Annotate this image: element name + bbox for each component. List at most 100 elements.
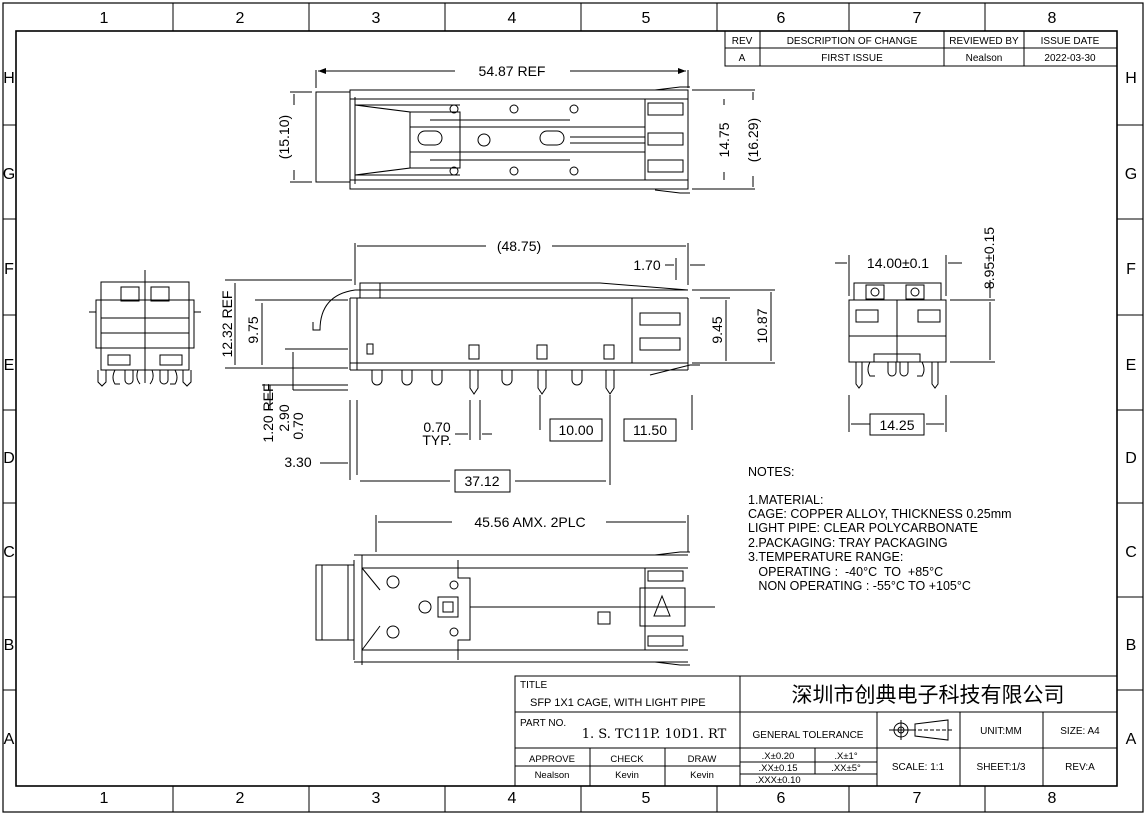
dim-975: 9.75: [245, 316, 261, 343]
dim-1000: 10.00: [558, 422, 593, 438]
col-label: 8: [1048, 790, 1057, 807]
row-label: A: [1126, 731, 1137, 748]
row-label: F: [1126, 261, 1136, 278]
dim-1087: 10.87: [754, 308, 770, 343]
note-line: 1.MATERIAL:: [748, 493, 823, 507]
approve-label: APPROVE: [529, 754, 575, 765]
row-label: H: [3, 70, 15, 87]
left-end-view: [89, 270, 201, 387]
tolerance-xx: .XX±0.15: [758, 763, 797, 774]
general-tolerance: GENERAL TOLERANCE: [753, 730, 864, 741]
dim-side-tip: 1.70: [633, 257, 660, 273]
col-label: 3: [372, 790, 381, 807]
note-line: LIGHT PIPE: CLEAR POLYCARBONATE: [748, 521, 978, 535]
col-label: 2: [236, 790, 245, 807]
col-label: 5: [642, 10, 651, 27]
col-label: 1: [100, 790, 109, 807]
note-line: 2.PACKAGING: TRAY PACKAGING: [748, 536, 948, 550]
col-label: 1: [100, 10, 109, 27]
side-view-boxes: [454, 418, 677, 493]
dim-bottom-length: 45.56 AMX. 2PLC: [474, 514, 585, 530]
rev-header: REVIEWED BY: [949, 36, 1019, 47]
part-number: 1. S. TC11P. 10D1. RT: [582, 727, 727, 742]
dim-side-length: (48.75): [497, 238, 541, 254]
note-line: CAGE: COPPER ALLOY, THICKNESS 0.25mm: [748, 507, 1012, 521]
dim-ref-120: 1.20 REF: [260, 383, 276, 442]
row-label: B: [4, 637, 15, 654]
sheet-size: SIZE: A4: [1060, 726, 1100, 737]
tolerance-xxx: .XXX±0.10: [755, 775, 800, 786]
check-name: Kevin: [615, 770, 639, 781]
revision-table: REV DESCRIPTION OF CHANGE REVIEWED BY IS…: [724, 30, 1118, 67]
company-name: 深圳市创典电子科技有限公司: [792, 683, 1065, 707]
rev-cell: A: [739, 53, 746, 64]
row-label: C: [3, 544, 15, 561]
row-label: E: [4, 357, 15, 374]
col-label: 6: [777, 790, 786, 807]
dim-length-top: 54.87 REF: [479, 63, 546, 79]
row-label: G: [3, 166, 15, 183]
title-block: TITLE SFP 1X1 CAGE, WITH LIGHT PIPE 深圳市创…: [514, 675, 1118, 787]
revision-level: REV:A: [1065, 762, 1095, 773]
title-label: TITLE: [520, 680, 548, 691]
dim-290: 2.90: [276, 404, 292, 431]
note-line: OPERATING : -40°C TO +85°C: [748, 565, 943, 579]
top-view-arrows: [318, 68, 686, 74]
dim-end-width: 14.00±0.1: [867, 255, 929, 271]
row-label: A: [4, 731, 15, 748]
row-label: D: [3, 450, 15, 467]
dim-height-right-a: 14.75: [716, 122, 732, 157]
dim-070-vertical: 0.70: [290, 412, 306, 439]
notes-heading: NOTES:: [748, 465, 795, 479]
dim-ref-1232: 12.32 REF: [219, 291, 235, 358]
unit: UNIT:MM: [980, 726, 1022, 737]
tolerance-x: .X±0.20: [762, 751, 795, 762]
side-view: [225, 243, 775, 485]
row-label: F: [4, 261, 14, 278]
col-label: 2: [236, 10, 245, 27]
sheet-number: SHEET:1/3: [977, 762, 1026, 773]
col-label: 8: [1048, 10, 1057, 27]
rev-cell: 2022-03-30: [1044, 53, 1096, 64]
col-label: 3: [372, 10, 381, 27]
dim-330: 3.30: [284, 454, 311, 470]
dim-945: 9.45: [709, 316, 725, 343]
col-label: 4: [508, 10, 517, 27]
note-line: NON OPERATING : -55°C TO +105°C: [748, 579, 971, 593]
angle-tolerance-xx: .XX±5°: [831, 763, 861, 774]
row-label: B: [1126, 637, 1137, 654]
dim-height-right-b: (16.29): [745, 118, 761, 162]
notes: NOTES: 1.MATERIAL: CAGE: COPPER ALLOY, T…: [748, 465, 1012, 593]
rev-cell: FIRST ISSUE: [821, 53, 883, 64]
check-label: CHECK: [610, 754, 644, 765]
dim-typ: TYP.: [422, 432, 451, 448]
rev-header: REV: [732, 36, 753, 47]
row-label: D: [1125, 450, 1137, 467]
col-label: 7: [913, 10, 922, 27]
scale: SCALE: 1:1: [892, 762, 945, 773]
col-label: 4: [508, 790, 517, 807]
approve-name: Nealson: [535, 770, 570, 781]
dim-end-height: 8.95±0.15: [981, 227, 997, 289]
row-label: C: [1125, 544, 1137, 561]
col-label: 5: [642, 790, 651, 807]
part-label: PART NO.: [520, 718, 566, 729]
bottom-view: [315, 515, 715, 666]
column-labels: 1 2 3 4 5 6 7 8 1 2 3 4 5 6 7 8: [100, 10, 1057, 807]
col-label: 6: [777, 10, 786, 27]
dim-3712: 37.12: [464, 473, 499, 489]
dim-height-left: (15.10): [276, 115, 292, 159]
row-label: G: [1125, 166, 1137, 183]
row-label: H: [1125, 70, 1137, 87]
draw-label: DRAW: [688, 754, 717, 765]
top-view: [290, 70, 755, 194]
note-line: 3.TEMPERATURE RANGE:: [748, 550, 903, 564]
dim-end-bottom: 14.25: [879, 417, 914, 433]
row-label: E: [1126, 357, 1137, 374]
col-label: 7: [913, 790, 922, 807]
rev-header: ISSUE DATE: [1041, 36, 1100, 47]
rev-header: DESCRIPTION OF CHANGE: [787, 36, 918, 47]
rev-cell: Nealson: [966, 53, 1003, 64]
